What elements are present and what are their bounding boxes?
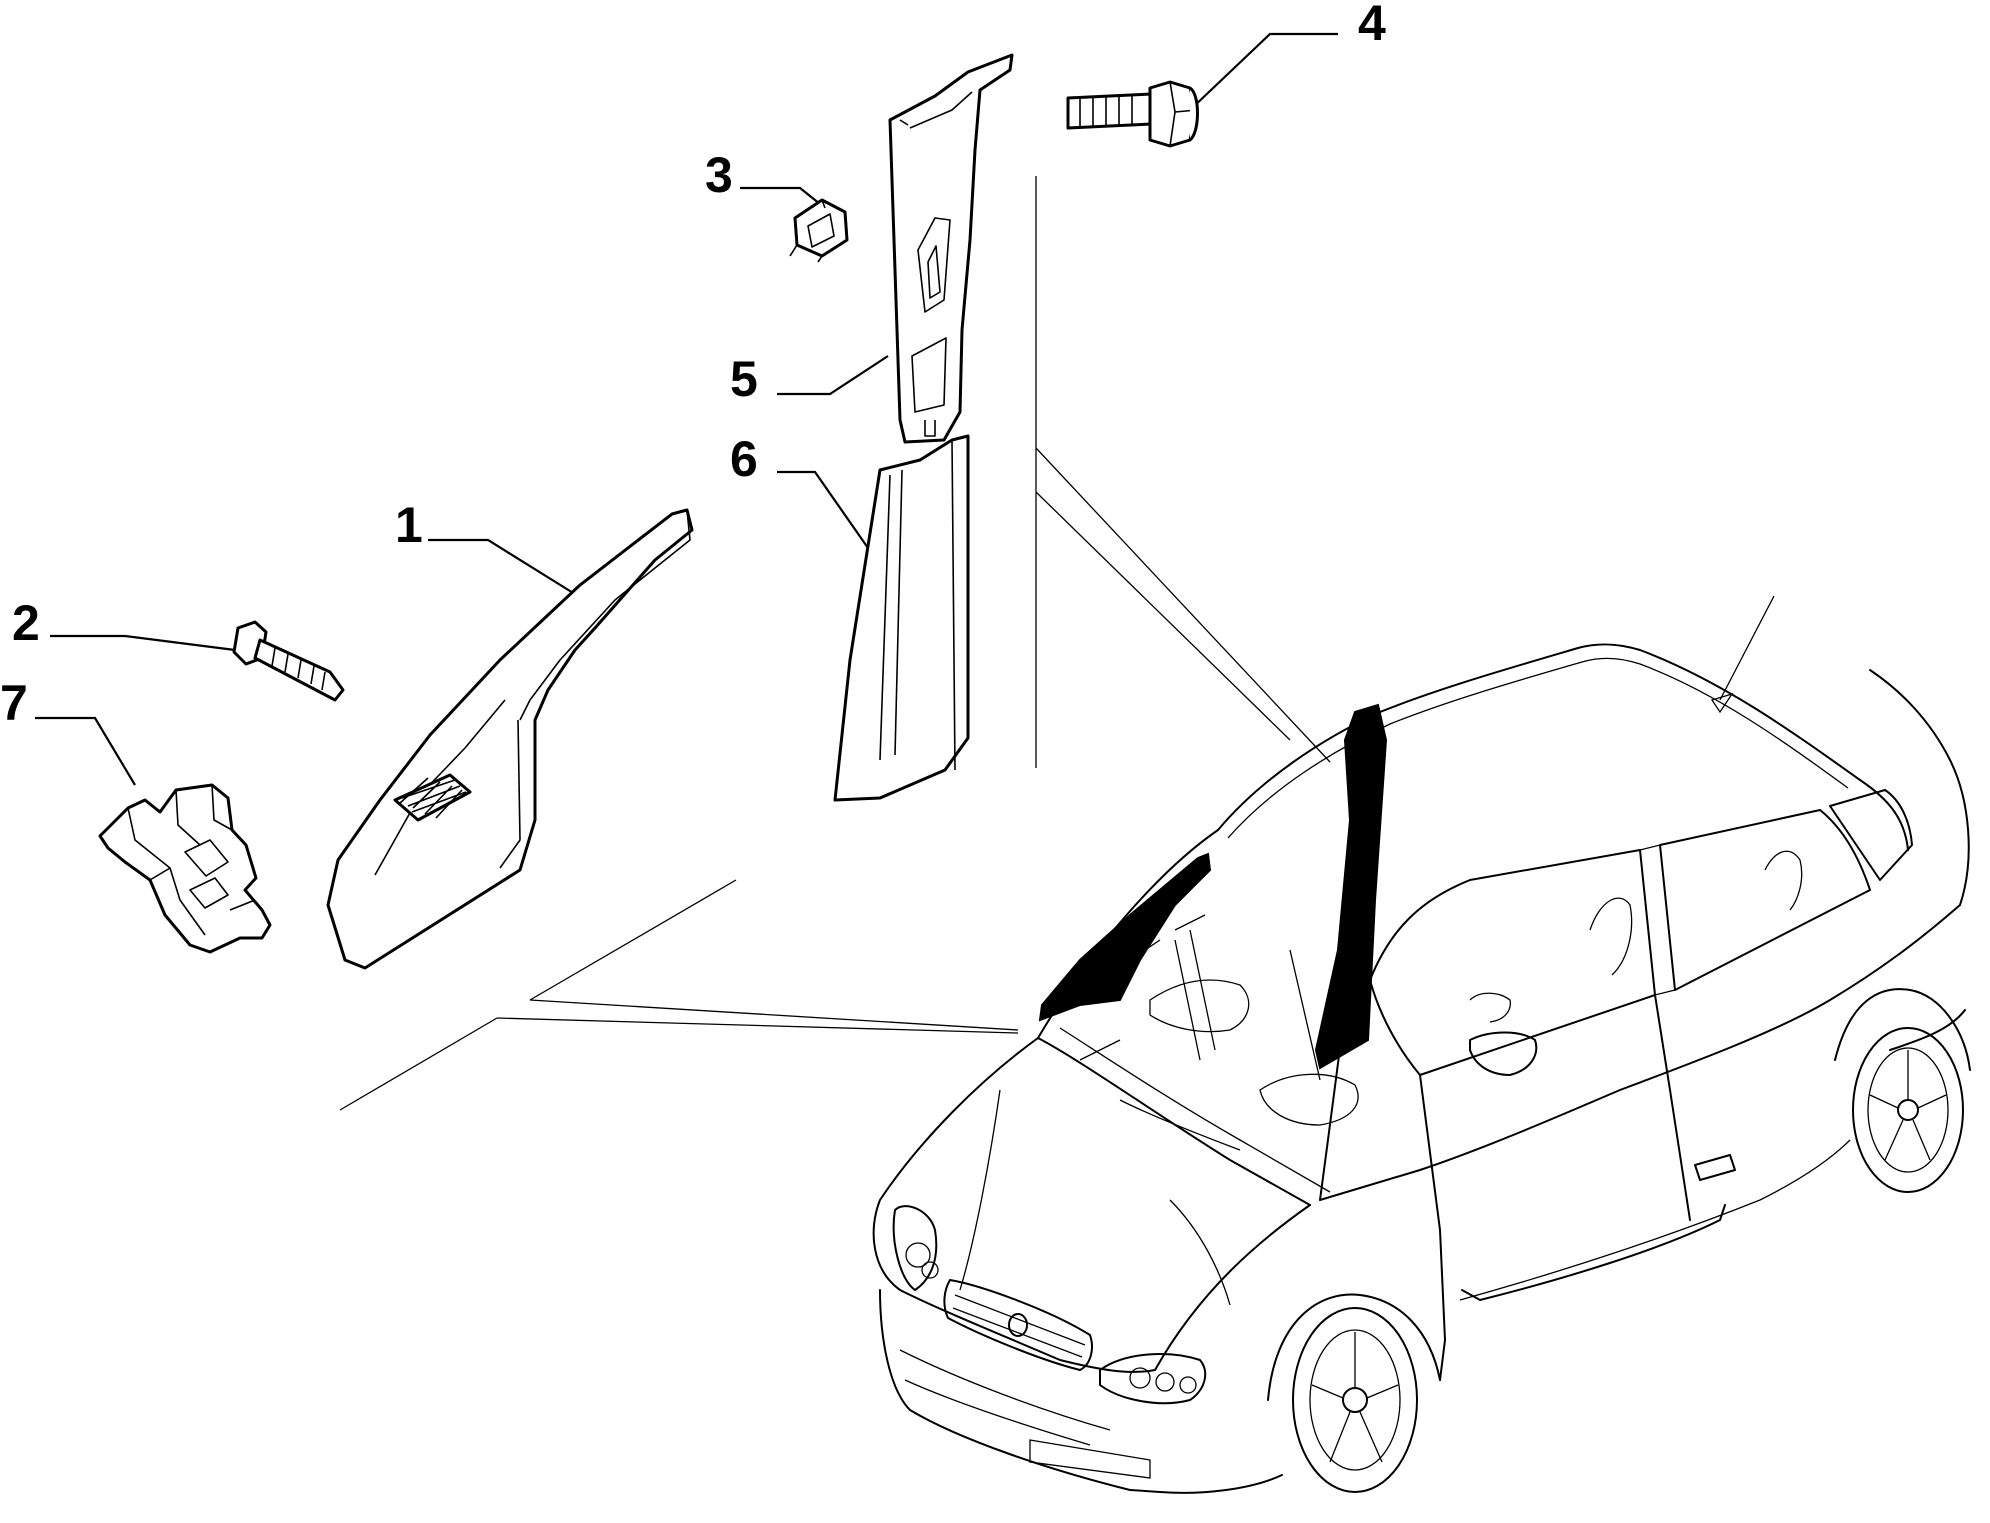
callout-7: 7: [0, 675, 136, 786]
callout-label-2: 2: [12, 595, 40, 651]
callout-3: 3: [705, 147, 826, 209]
vehicle-icon: [872, 643, 1971, 1494]
bolt-4-icon: [1066, 80, 1199, 148]
upper-pillar-trim-5-icon: [888, 53, 1014, 444]
clip-3-icon: [789, 198, 849, 263]
callout-label-6: 6: [730, 431, 758, 487]
a-pillar-trim-1-icon: [326, 508, 694, 970]
callout-5: 5: [730, 351, 889, 407]
callout-2: 2: [12, 595, 236, 652]
callout-label-3: 3: [705, 147, 733, 203]
callout-6: 6: [730, 431, 869, 549]
callout-label-5: 5: [730, 351, 758, 407]
guide-lines: [339, 176, 1775, 1111]
callout-label-1: 1: [395, 497, 423, 553]
callout-label-7: 7: [0, 675, 28, 731]
bracket-7-icon: [98, 783, 272, 954]
callout-1: 1: [395, 497, 579, 597]
callout-label-4: 4: [1358, 0, 1386, 51]
screw-2-icon: [232, 620, 345, 702]
lower-pillar-trim-6-icon: [833, 434, 970, 802]
callout-4: 4: [1189, 0, 1386, 111]
